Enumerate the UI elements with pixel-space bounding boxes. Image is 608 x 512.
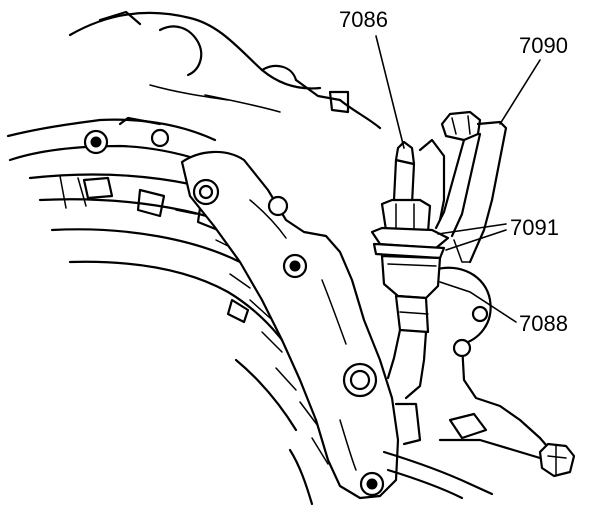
leader-7091-lower: [445, 229, 507, 251]
sensor-7086: [380, 140, 432, 234]
callout-7086: 7086: [339, 7, 388, 32]
leader-7088: [439, 281, 517, 323]
leader-7090: [499, 59, 541, 125]
callout-7088: 7088: [519, 311, 568, 336]
nut-7091: [370, 226, 450, 260]
bolt-lower-right: [538, 442, 576, 478]
leader-lines: [375, 35, 541, 323]
upper-housing: [68, 10, 382, 130]
adapter-7088: [380, 254, 442, 400]
bracket-7090: [434, 110, 508, 264]
callout-7091: 7091: [510, 215, 559, 240]
mounting-boss: [382, 138, 554, 500]
flange-plate: [180, 150, 400, 500]
leader-7086: [375, 35, 405, 149]
callout-7090: 7090: [519, 33, 568, 58]
left-flange: [6, 116, 217, 162]
leader-7091-upper: [437, 223, 507, 235]
